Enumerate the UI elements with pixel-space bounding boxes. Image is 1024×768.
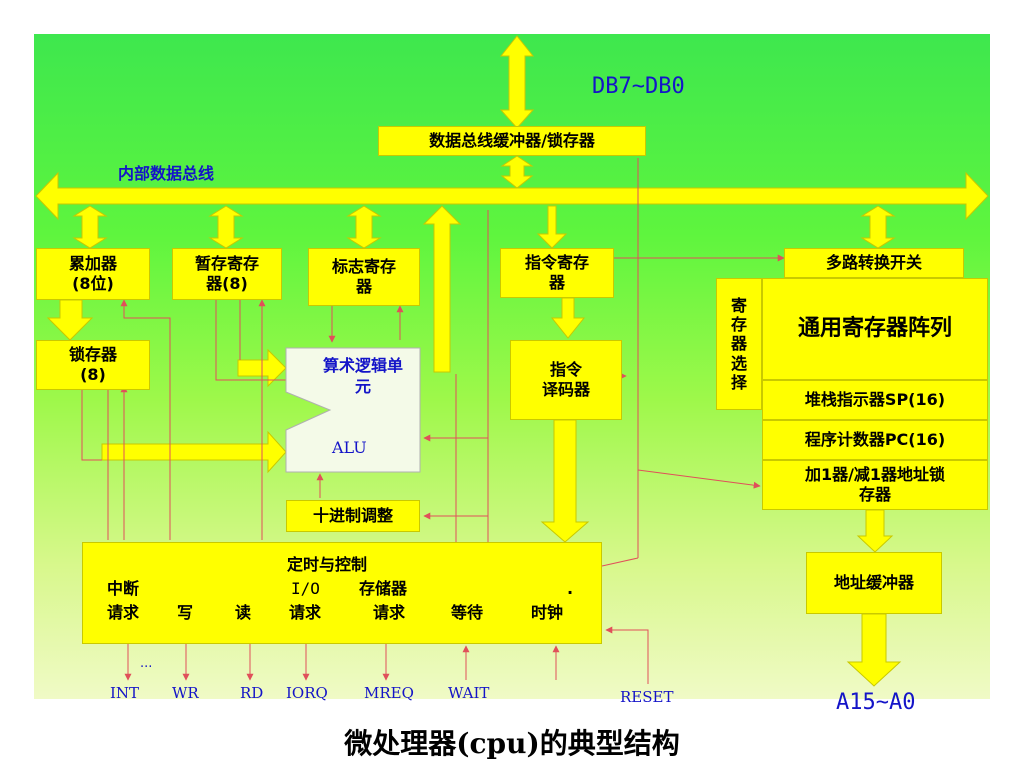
inc-dec-latch-label: 加1器/减1器地址锁	[804, 465, 946, 484]
timing-col-label: 中断	[107, 579, 140, 598]
instruction-decoder: 指令 译码器	[510, 340, 622, 420]
timing-control: 定时与控制 中断 请求 写 读 I/O 请求 存储器 请求 等待 . 时钟	[82, 542, 602, 644]
ireg-down-arrow	[536, 205, 568, 249]
pin-wait: WAIT	[448, 684, 490, 702]
register-select-char: 存	[730, 315, 747, 335]
buffer-bus-arrow	[500, 155, 534, 189]
register-select-char: 寄	[730, 296, 747, 316]
timing-col-label: 等待	[451, 603, 484, 622]
accumulator-label: 累加器	[68, 254, 117, 273]
pin-reset: RESET	[620, 688, 674, 706]
program-counter: 程序计数器PC(16)	[762, 420, 988, 460]
inc-dec-latch-label-2: 存器	[858, 485, 891, 504]
multiplexer-label: 多路转换开关	[825, 253, 922, 272]
mux-bus-arrow	[860, 205, 896, 249]
pin-rd: RD	[240, 684, 264, 702]
register-select: 寄 存 器 选 择	[716, 278, 762, 410]
wire	[601, 557, 639, 567]
pin-mreq: MREQ	[364, 684, 414, 702]
timing-col-label: I/O	[291, 579, 320, 598]
stack-pointer: 堆栈指示器SP(16)	[762, 380, 988, 420]
wire	[637, 469, 761, 489]
acc-latch-arrow	[46, 299, 94, 341]
wire	[605, 626, 649, 684]
alu-shape	[285, 347, 421, 473]
temp-register-label: 暂存寄存	[194, 254, 259, 273]
internal-bus-label: 内部数据总线	[118, 164, 215, 183]
timing-col-label: 存储器	[359, 579, 408, 598]
page-title: 微处理器(cpu)的典型结构	[344, 727, 680, 760]
flag-register: 标志寄存 器	[308, 248, 420, 306]
internal-bus-arrow	[35, 171, 989, 221]
stack-pointer-label: 堆栈指示器SP(16)	[804, 390, 946, 409]
temp-bus-arrow	[208, 205, 244, 249]
register-select-char: 选	[730, 353, 747, 373]
alu-label: 算术逻辑单 元	[302, 356, 424, 398]
timing-col-label: 请求	[289, 603, 322, 622]
accumulator: 累加器 (8位)	[36, 248, 150, 300]
wire	[215, 300, 286, 381]
multiplexer: 多路转换开关	[784, 248, 964, 278]
timing-col-label: 写	[177, 603, 194, 622]
pin-wr: WR	[172, 684, 199, 702]
dec-timing-arrow	[540, 419, 590, 543]
inc-addr-arrow	[856, 509, 894, 553]
addr-out-arrow	[846, 613, 902, 687]
timing-col-label: .	[567, 579, 574, 598]
decimal-adjust: 十进制调整	[286, 500, 420, 532]
flag-register-label-2: 器	[355, 277, 372, 296]
alu-abbr: ALU	[332, 438, 367, 457]
accumulator-width: (8位)	[72, 274, 114, 293]
latch-alu-arrow	[101, 430, 287, 474]
alu-label-line1: 算术逻辑单	[322, 356, 403, 375]
temp-register-width: 器(8)	[206, 274, 248, 293]
flag-bus-arrow	[346, 205, 382, 249]
inc-dec-latch: 加1器/减1器地址锁 存器	[762, 460, 988, 510]
general-register-array-label: 通用寄存器阵列	[797, 316, 952, 342]
db-bus-arrow	[499, 35, 535, 129]
address-buffer-label: 地址缓冲器	[833, 573, 914, 592]
instruction-decoder-label: 指令	[549, 360, 582, 379]
alu-label-line2: 元	[354, 376, 371, 396]
instruction-register-label-2: 器	[548, 273, 565, 292]
flag-register-label: 标志寄存	[331, 257, 396, 276]
acc-bus-arrow	[72, 205, 108, 249]
pin-ellipsis: ...	[140, 656, 153, 671]
register-select-char: 择	[730, 372, 747, 392]
instruction-register-label: 指令寄存	[524, 253, 589, 272]
db-bus-label: DB7~DB0	[592, 74, 685, 99]
instruction-register: 指令寄存 器	[500, 248, 614, 298]
latch-label: 锁存器	[68, 345, 117, 364]
address-bus-label: A15~A0	[836, 690, 916, 715]
data-bus-buffer: 数据总线缓冲器/锁存器	[378, 126, 646, 156]
timing-col-label: 读	[235, 603, 252, 622]
timing-col-label: 请求	[373, 603, 406, 622]
pin-iorq: IORQ	[286, 684, 328, 702]
instruction-decoder-label-2: 译码器	[541, 380, 590, 399]
timing-control-title: 定时与控制	[287, 555, 368, 574]
general-register-array: 通用寄存器阵列	[762, 278, 988, 380]
data-bus-buffer-label: 数据总线缓冲器/锁存器	[429, 131, 595, 150]
ireg-dec-arrow	[550, 297, 586, 339]
latch: 锁存器 (8)	[36, 340, 150, 390]
wire	[120, 299, 171, 540]
latch-width: (8)	[80, 365, 106, 384]
pin-int: INT	[110, 684, 140, 702]
alu-up-arrow	[422, 205, 462, 373]
timing-col-label: 请求	[107, 603, 140, 622]
decimal-adjust-label: 十进制调整	[312, 506, 393, 525]
address-buffer: 地址缓冲器	[806, 552, 942, 614]
timing-col-label: 时钟	[531, 603, 564, 622]
program-counter-label: 程序计数器PC(16)	[804, 430, 946, 449]
wire	[81, 390, 102, 461]
temp-register: 暂存寄存 器(8)	[172, 248, 282, 300]
register-select-char: 器	[730, 334, 747, 354]
